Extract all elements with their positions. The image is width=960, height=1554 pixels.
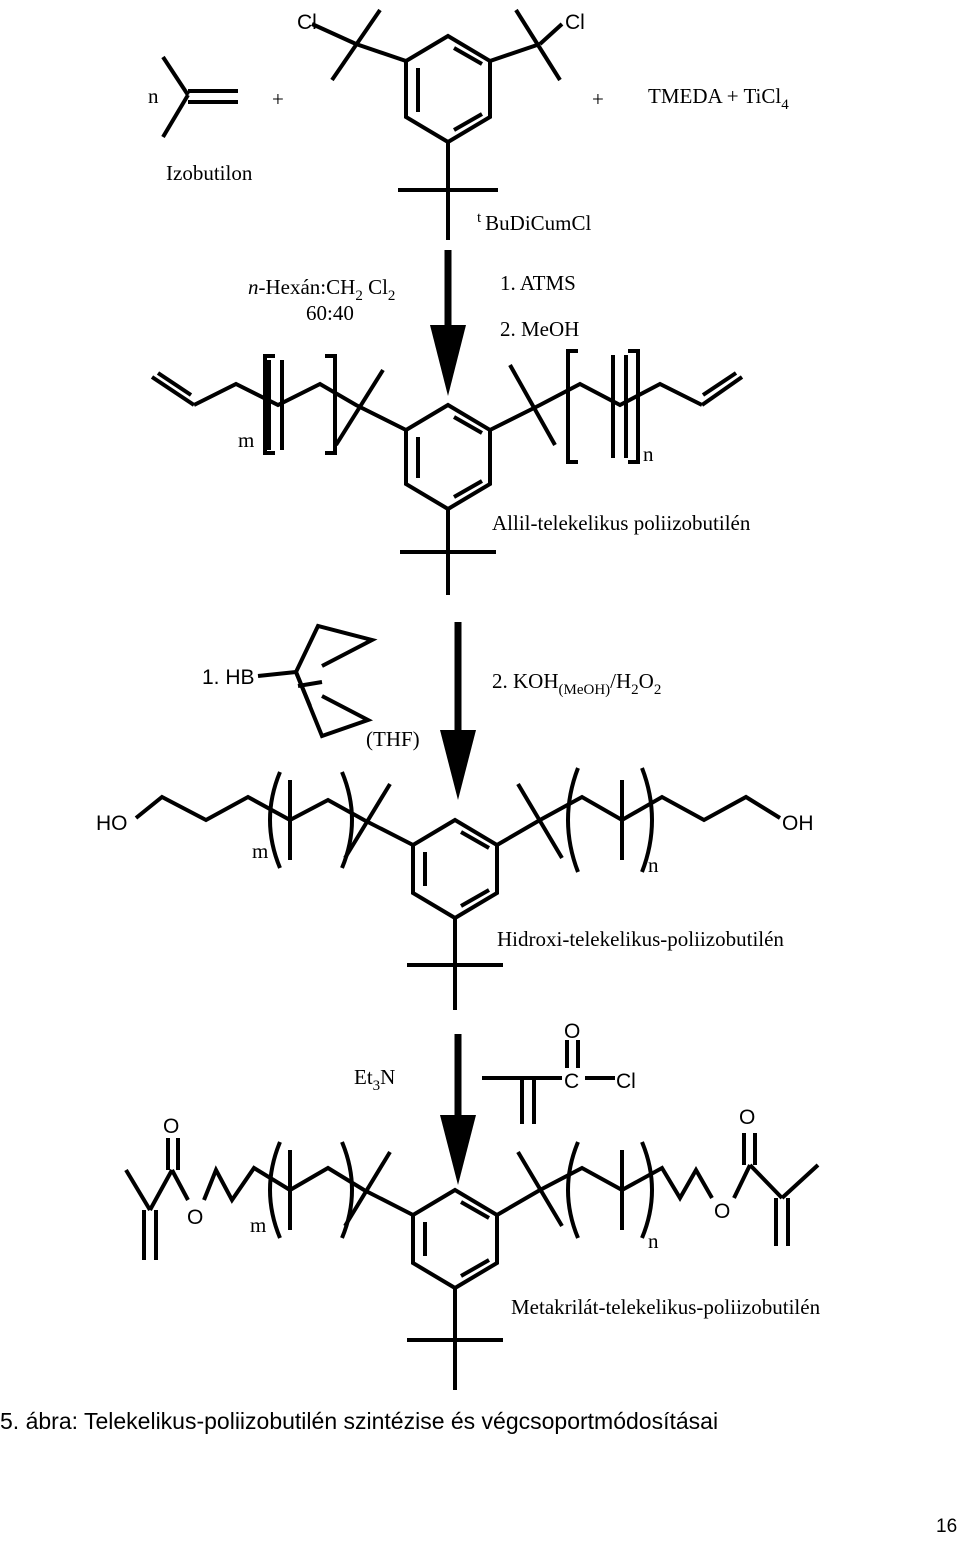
ho-label: HO bbox=[96, 812, 128, 835]
methacryloyl-chloride-structure bbox=[482, 1040, 615, 1124]
reagent-1: 1. ATMS bbox=[500, 271, 576, 295]
initiator-structure bbox=[311, 8, 564, 240]
allyl-telechelic-structure bbox=[150, 349, 744, 595]
reagent-2: 2. MeOH bbox=[500, 317, 579, 341]
methacrylate-telechelic-structure bbox=[124, 1133, 820, 1390]
figure-caption: 5. ábra: Telekelikus-poliizobutilén szin… bbox=[0, 1408, 719, 1434]
hb-reagent-label: 1. HB bbox=[202, 666, 255, 689]
product1-m-label: m bbox=[238, 428, 254, 452]
reaction-arrow-2 bbox=[440, 622, 476, 800]
reaction-arrow-3 bbox=[440, 1034, 476, 1185]
solvent-label: n-Hexán:CH2 Cl2 bbox=[248, 275, 395, 304]
right-ester-o-label: O bbox=[714, 1200, 730, 1223]
cl-left-label: Cl bbox=[297, 11, 317, 34]
left-ester-o-label: O bbox=[187, 1206, 203, 1229]
product2-m-label: m bbox=[252, 839, 268, 863]
acyl-c-label: C bbox=[564, 1070, 579, 1093]
product2-n-label: n bbox=[648, 853, 659, 877]
thf-label: (THF) bbox=[366, 727, 420, 751]
product3-m-label: m bbox=[250, 1213, 266, 1237]
9-bbn-structure bbox=[257, 623, 378, 739]
hydroxy-telechelic-structure bbox=[134, 767, 782, 1010]
right-carbonyl-o-label: O bbox=[739, 1106, 755, 1129]
cl-right-label: Cl bbox=[565, 11, 585, 34]
solvent-ratio: 60:40 bbox=[306, 301, 354, 325]
product1-name: Allil-telekelikus poliizobutilén bbox=[492, 511, 751, 535]
isobutylene-structure bbox=[161, 55, 238, 139]
product1-n-label: n bbox=[643, 442, 654, 466]
acyl-cl-label: Cl bbox=[616, 1070, 636, 1093]
plus-sign-1: + bbox=[272, 87, 284, 111]
monomer-name: Izobutilon bbox=[166, 161, 253, 185]
product3-n-label: n bbox=[648, 1229, 659, 1253]
base-label: Et3N bbox=[354, 1065, 395, 1094]
monomer-n-label: n bbox=[148, 84, 159, 108]
oxidation-reagent: 2. KOH(MeOH)/H2O2 bbox=[492, 669, 661, 698]
acyl-o-label: O bbox=[564, 1020, 580, 1043]
catalyst-label: TMEDA + TiCl4 bbox=[648, 84, 789, 113]
page-number: 16 bbox=[936, 1516, 958, 1537]
oh-label: OH bbox=[782, 812, 814, 835]
reaction-arrow-1 bbox=[430, 250, 466, 396]
product3-name: Metakrilát-telekelikus-poliizobutilén bbox=[511, 1295, 821, 1319]
left-carbonyl-o-label: O bbox=[163, 1115, 179, 1138]
plus-sign-2: + bbox=[592, 87, 604, 111]
product2-name: Hidroxi-telekelikus-poliizobutilén bbox=[497, 927, 784, 951]
